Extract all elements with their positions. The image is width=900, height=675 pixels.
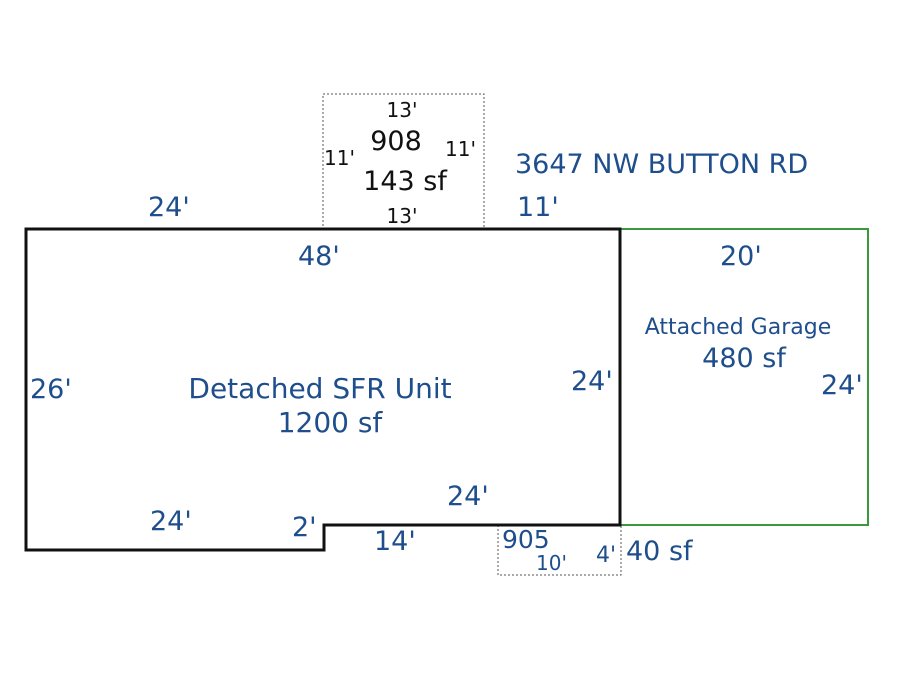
addition-908-dim-bottom: 13' — [387, 204, 418, 228]
dim-top-total: 48' — [298, 241, 340, 272]
dim-top-right: 11' — [517, 192, 559, 223]
garage-area: 480 sf — [702, 343, 787, 374]
dim-inner-bottom: 24' — [447, 481, 489, 512]
dim-right: 24' — [571, 366, 613, 397]
garage-dim-top: 20' — [720, 241, 762, 272]
addition-908-dim-left: 11' — [324, 146, 355, 170]
address-label: 3647 NW BUTTON RD — [515, 149, 808, 180]
dim-top-left: 24' — [148, 192, 190, 223]
garage-name: Attached Garage — [645, 315, 831, 340]
addition-905-id: 905 — [502, 525, 550, 554]
addition-905-dim-bottom: 10' — [536, 551, 567, 575]
dim-bottom-mid: 14' — [374, 526, 416, 557]
main-unit-area: 1200 sf — [278, 406, 384, 439]
main-unit-name: Detached SFR Unit — [188, 372, 451, 405]
addition-908-area: 143 sf — [363, 166, 448, 197]
garage-dim-right: 24' — [821, 370, 863, 401]
dim-step: 2' — [292, 512, 317, 543]
addition-908-dim-top: 13' — [387, 98, 418, 122]
dim-bottom-left: 24' — [150, 506, 192, 537]
addition-908-dim-right: 11' — [445, 137, 476, 161]
dim-left: 26' — [30, 374, 72, 405]
addition-905-area: 40 sf — [626, 536, 694, 567]
main-unit-outline — [24, 227, 622, 552]
addition-905-dim-right: 4' — [596, 543, 616, 568]
addition-908-id: 908 — [370, 126, 422, 157]
